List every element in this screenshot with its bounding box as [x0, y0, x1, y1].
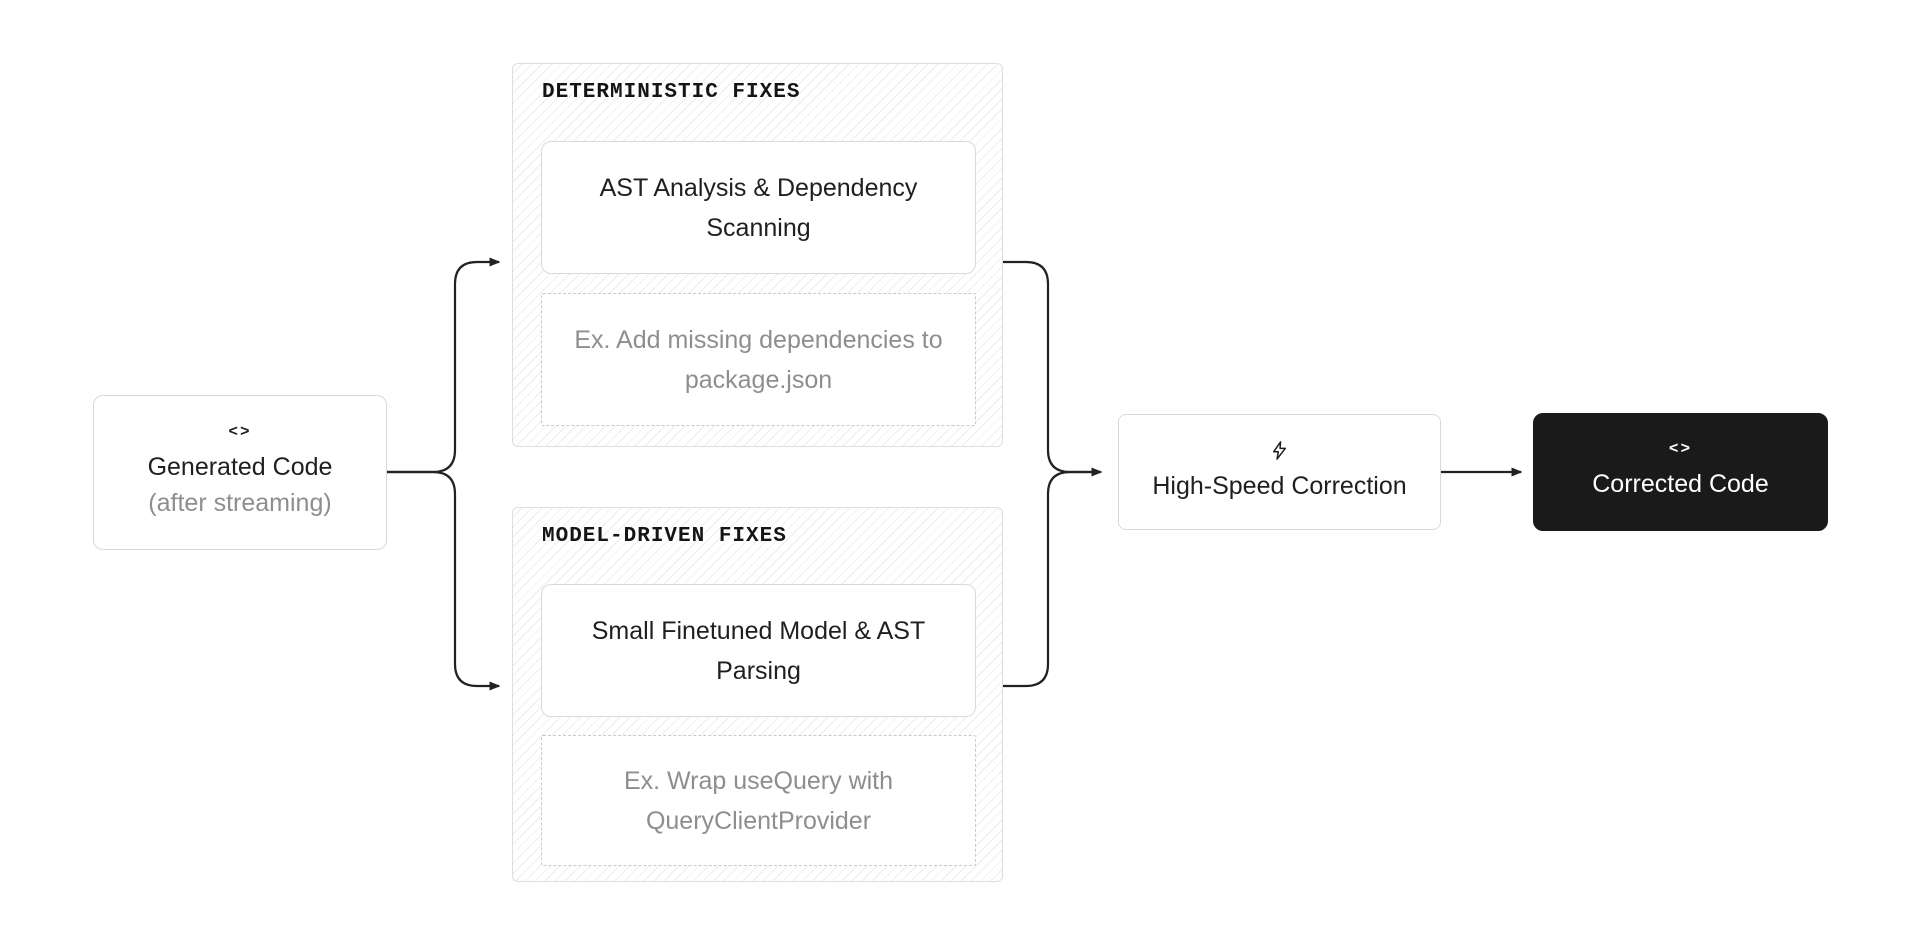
model-driven-fixes-group: MODEL-DRIVEN FIXES Small Finetuned Model…	[512, 507, 1003, 882]
deterministic-example-box: Ex. Add missing dependencies to package.…	[541, 293, 976, 426]
finetuned-model-step-box: Small Finetuned Model & AST Parsing	[541, 584, 976, 717]
generated-code-title: Generated Code	[147, 452, 333, 481]
lightning-icon	[1272, 441, 1287, 460]
generated-code-subtitle: (after streaming)	[148, 489, 332, 517]
model-example-text: Ex. Wrap useQuery with QueryClientProvid…	[623, 766, 894, 835]
finetuned-model-step-text: Small Finetuned Model & AST Parsing	[591, 616, 926, 685]
corrected-code-node: <> Corrected Code	[1533, 413, 1828, 531]
arrow-model-to-correction	[1003, 470, 1096, 688]
code-icon: <>	[228, 422, 252, 441]
high-speed-correction-title: High-Speed Correction	[1152, 471, 1407, 500]
arrow-deterministic-to-correction	[1003, 260, 1103, 477]
model-driven-fixes-label: MODEL-DRIVEN FIXES	[542, 525, 787, 548]
deterministic-fixes-group: DETERMINISTIC FIXES AST Analysis & Depen…	[512, 63, 1003, 447]
deterministic-example-text: Ex. Add missing dependencies to package.…	[574, 325, 943, 394]
corrected-code-title: Corrected Code	[1592, 470, 1769, 499]
ast-analysis-step-box: AST Analysis & Dependency Scanning	[541, 141, 976, 274]
model-example-box: Ex. Wrap useQuery with QueryClientProvid…	[541, 735, 976, 866]
high-speed-correction-node: High-Speed Correction	[1118, 414, 1441, 530]
arrow-generated-to-deterministic	[387, 257, 501, 474]
code-icon: <>	[1668, 440, 1693, 459]
ast-analysis-step-text: AST Analysis & Dependency Scanning	[599, 173, 918, 242]
arrow-generated-to-model	[387, 470, 501, 691]
generated-code-node: <> Generated Code (after streaming)	[93, 395, 387, 550]
deterministic-fixes-label: DETERMINISTIC FIXES	[542, 81, 801, 104]
